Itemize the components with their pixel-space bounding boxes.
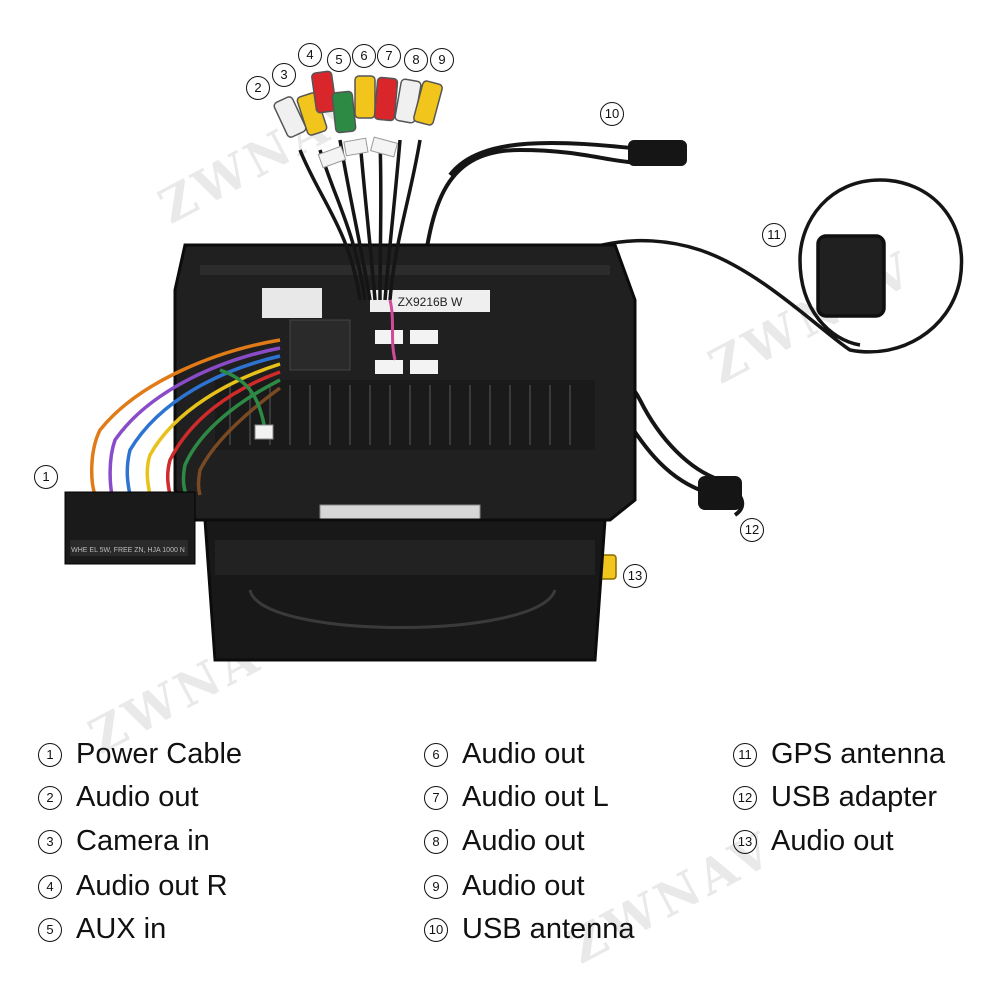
callout-11: 11 <box>762 223 786 247</box>
callout-8: 8 <box>404 48 428 72</box>
legend-item-power-cable: 1 Power Cable <box>38 738 242 771</box>
legend-number: 13 <box>733 829 757 854</box>
power-harness: WHE EL 5W, FREE ZN, HJA 1000 N <box>64 338 282 565</box>
callout-1: 1 <box>34 465 58 489</box>
legend-item-audio-out-8: 8 Audio out <box>424 825 585 858</box>
legend-label: Audio out <box>76 781 199 813</box>
legend-number: 6 <box>424 742 448 767</box>
legend-label: AUX in <box>76 913 167 945</box>
legend-item-usb-adapter: 12 USB adapter <box>733 781 937 814</box>
legend-number: 12 <box>733 785 757 810</box>
legend-label: Power Cable <box>76 738 243 770</box>
legend-label: Audio out L <box>462 781 609 813</box>
legend-label: Audio out <box>462 738 585 770</box>
legend-label: USB adapter <box>771 781 938 813</box>
legend-number: 1 <box>38 742 62 767</box>
rca-bundle <box>273 70 443 361</box>
legend-number: 8 <box>424 829 448 854</box>
legend-number: 9 <box>424 874 448 899</box>
gps-antenna-cable <box>518 178 964 354</box>
legend-label: Audio out R <box>76 870 228 902</box>
legend-label: Camera in <box>76 825 210 857</box>
legend-item-audio-out-l: 7 Audio out L <box>424 781 609 814</box>
callout-4: 4 <box>298 43 322 67</box>
callout-9: 9 <box>430 48 454 72</box>
legend-number: 4 <box>38 874 62 899</box>
head-unit: ZX9216B W <box>173 243 637 662</box>
legend-label: Audio out <box>462 870 585 902</box>
callout-13: 13 <box>623 564 647 588</box>
legend-label: Audio out <box>771 825 894 857</box>
legend-item-aux-in: 5 AUX in <box>38 913 166 946</box>
legend-item-gps-antenna: 11 GPS antenna <box>733 738 945 771</box>
callout-6: 6 <box>352 44 376 68</box>
legend-number: 5 <box>38 917 62 942</box>
callout-10: 10 <box>600 102 624 126</box>
legend-number: 3 <box>38 829 62 854</box>
legend-item-camera-in: 3 Camera in <box>38 825 210 858</box>
legend-label: USB antenna <box>462 913 635 945</box>
callout-7: 7 <box>377 44 401 68</box>
callout-12: 12 <box>740 518 764 542</box>
legend-item-usb-antenna: 10 USB antenna <box>424 913 635 946</box>
legend-number: 2 <box>38 785 62 810</box>
callout-5: 5 <box>327 48 351 72</box>
legend-item-audio-out-9: 9 Audio out <box>424 870 585 903</box>
legend-item-audio-out-2: 2 Audio out <box>38 781 199 814</box>
harness-label: WHE EL 5W, FREE ZN, HJA 1000 N <box>71 547 185 554</box>
legend-number: 11 <box>733 742 757 767</box>
callout-3: 3 <box>272 63 296 87</box>
legend-number: 10 <box>424 917 448 942</box>
model-label: ZX9216B W <box>398 295 463 309</box>
callout-2: 2 <box>246 76 270 100</box>
legend-item-audio-out-r: 4 Audio out R <box>38 870 228 903</box>
legend-item-audio-out-13: 13 Audio out <box>733 825 894 858</box>
legend-number: 7 <box>424 785 448 810</box>
legend-label: Audio out <box>462 825 585 857</box>
legend-item-audio-out-6: 6 Audio out <box>424 738 585 771</box>
usb-antenna-cable <box>418 140 687 301</box>
legend-label: GPS antenna <box>771 738 946 770</box>
